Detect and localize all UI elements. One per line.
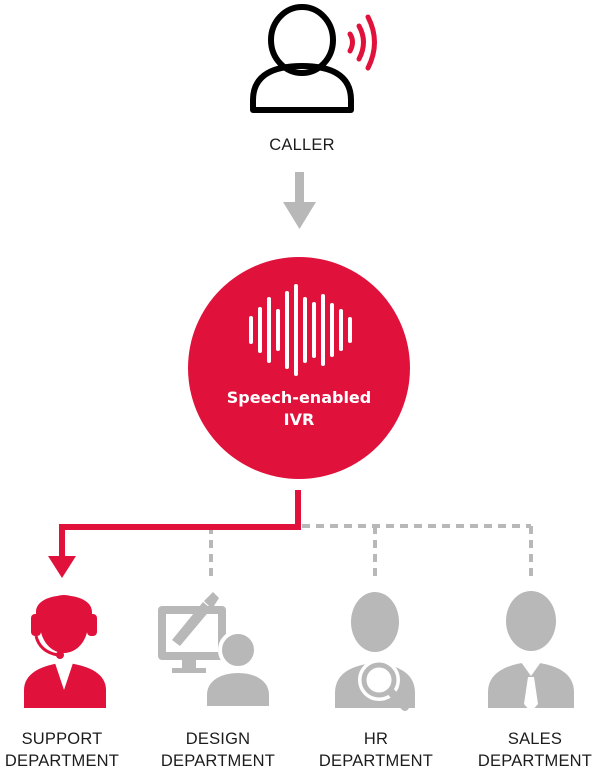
hr-person-magnifier-icon (335, 592, 415, 711)
caller-to-ivr-arrow (283, 172, 316, 229)
designer-monitor-icon (158, 592, 273, 710)
support-agent-headset-icon (24, 595, 106, 708)
active-route-arrow (48, 490, 301, 578)
department-name: DESIGN (185, 730, 251, 748)
department-suffix: DEPARTMENT (318, 752, 434, 770)
department-label-sales: SALES DEPARTMENT (475, 728, 595, 772)
department-suffix: DEPARTMENT (160, 752, 276, 770)
caller-label: CALLER (269, 136, 335, 154)
ivr-circle (188, 257, 410, 479)
department-label-hr: HR DEPARTMENT (316, 728, 436, 772)
sales-person-tie-icon (488, 591, 574, 712)
sound-wave-icon (249, 284, 352, 376)
ivr-label-line1: Speech-enabled (226, 388, 372, 407)
caller-sound-waves-icon (347, 14, 377, 71)
caller-person-icon (250, 4, 354, 113)
department-name: HR (363, 730, 389, 748)
inactive-route-lines (209, 524, 533, 582)
ivr-label-line2: IVR (283, 410, 315, 429)
department-label-design: DESIGN DEPARTMENT (158, 728, 278, 772)
ivr-label: Speech-enabled IVR (197, 387, 401, 431)
department-name: SALES (507, 730, 563, 748)
department-suffix: DEPARTMENT (4, 752, 120, 770)
department-name: SUPPORT (21, 730, 103, 748)
department-label-support: SUPPORT DEPARTMENT (2, 728, 122, 772)
department-suffix: DEPARTMENT (477, 752, 593, 770)
